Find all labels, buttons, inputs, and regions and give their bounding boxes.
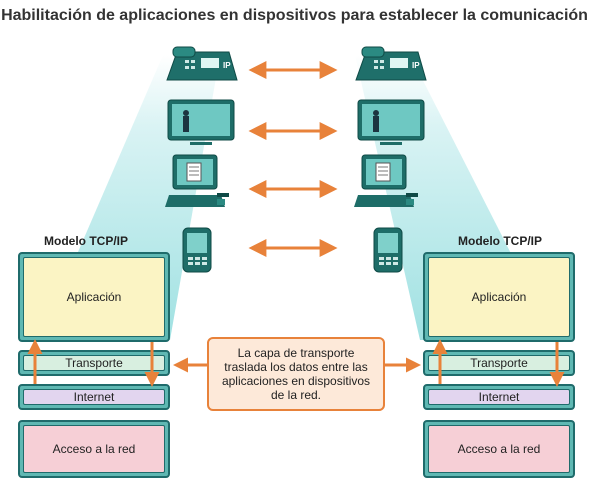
mobile-device-icon <box>373 227 403 273</box>
transport-note: La capa de transporte traslada los datos… <box>207 337 385 411</box>
diagram-title: Habilitación de aplicaciones en disposit… <box>1 7 588 24</box>
svg-text:IP: IP <box>223 61 231 70</box>
computer-icon <box>354 154 418 207</box>
right-network-access-layer: Acceso a la red <box>423 420 575 478</box>
left-model-label: Modelo TCP/IP <box>44 234 128 248</box>
right-application-layer: Aplicación <box>423 252 575 342</box>
right-model-label: Modelo TCP/IP <box>458 234 542 248</box>
right-application-label: Aplicación <box>428 257 570 337</box>
left-internet-label: Internet <box>23 389 165 405</box>
right-transport-layer: Transporte <box>423 350 575 376</box>
left-network-access-layer: Acceso a la red <box>18 420 170 478</box>
ip-phone-icon: IP <box>166 46 238 81</box>
video-monitor-icon <box>357 99 425 145</box>
right-network-access-label: Acceso a la red <box>428 425 570 473</box>
left-application-label: Aplicación <box>23 257 165 337</box>
left-transport-layer: Transporte <box>18 350 170 376</box>
svg-text:IP: IP <box>412 61 420 70</box>
left-application-layer: Aplicación <box>18 252 170 342</box>
computer-icon <box>165 154 229 207</box>
left-transport-label: Transporte <box>23 355 165 371</box>
right-transport-label: Transporte <box>428 355 570 371</box>
left-internet-layer: Internet <box>18 384 170 410</box>
left-network-access-label: Acceso a la red <box>23 425 165 473</box>
mobile-device-icon <box>182 227 212 273</box>
video-monitor-icon <box>167 99 235 145</box>
right-internet-label: Internet <box>428 389 570 405</box>
right-internet-layer: Internet <box>423 384 575 410</box>
ip-phone-icon: IP <box>355 46 427 81</box>
